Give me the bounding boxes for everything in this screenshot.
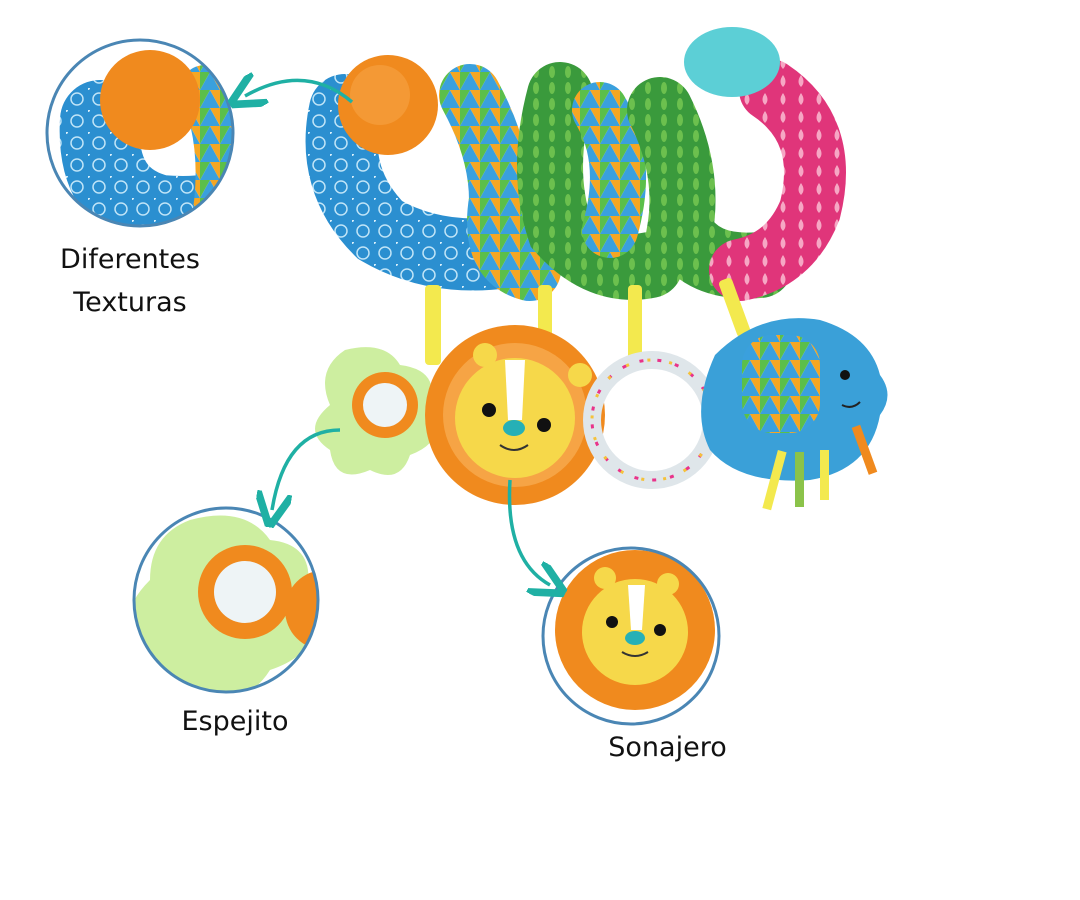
teether-mirror — [315, 347, 437, 475]
zoom-circle-rattle — [541, 546, 721, 726]
zoom-circle-mirror — [132, 506, 320, 694]
label-rattle: Sonajero — [608, 732, 727, 763]
label-textures-line1: Diferentes — [60, 244, 200, 275]
bead-ring — [583, 351, 721, 489]
label-textures-line2: Texturas — [73, 287, 187, 318]
spiral-toy — [305, 27, 846, 301]
arrow-to-mirror — [272, 428, 341, 510]
elephant — [701, 318, 888, 511]
label-textures: Diferentes Texturas — [40, 238, 220, 324]
label-mirror: Espejito — [181, 706, 289, 737]
zoom-circle-textures — [45, 38, 235, 228]
lion-rattle — [425, 325, 605, 505]
arrow-to-rattle — [507, 479, 551, 585]
arrow-to-textures — [245, 80, 354, 102]
